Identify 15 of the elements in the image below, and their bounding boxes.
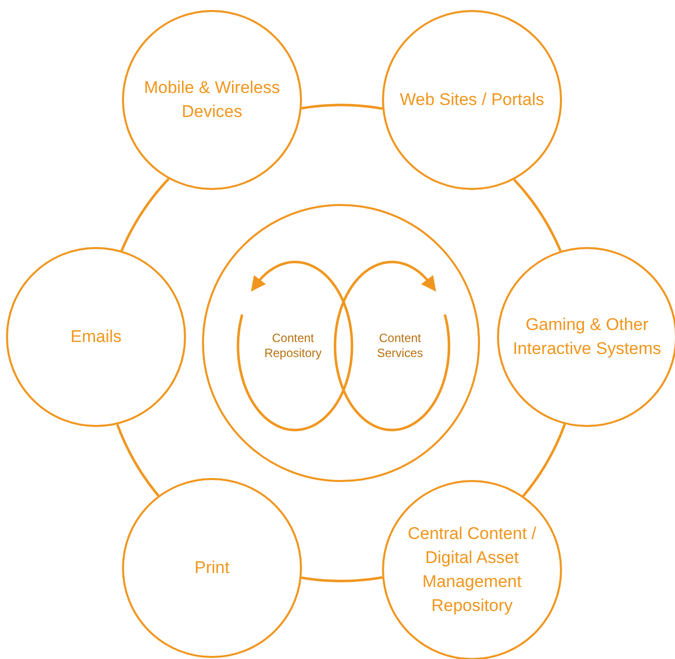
node-label: Content Services xyxy=(376,331,424,361)
node-label: Emails xyxy=(70,326,122,348)
ring-connector xyxy=(513,178,562,252)
node-label: Print xyxy=(194,557,230,579)
node-label: Mobile & Wireless Devices xyxy=(142,77,282,123)
ring-connector xyxy=(522,424,566,497)
node-label: Gaming & Other Interactive Systems xyxy=(512,314,662,360)
ring-connector xyxy=(301,576,383,582)
node-label: Content Repository xyxy=(263,331,323,361)
ring-connector xyxy=(301,104,383,110)
node-label: Central Content / Digital Asset Management Repository xyxy=(406,523,538,617)
ring-connector xyxy=(120,178,170,252)
ring-connector xyxy=(116,424,160,496)
node-label: Web Sites / Portals xyxy=(400,89,544,111)
circle-shape xyxy=(202,204,480,482)
